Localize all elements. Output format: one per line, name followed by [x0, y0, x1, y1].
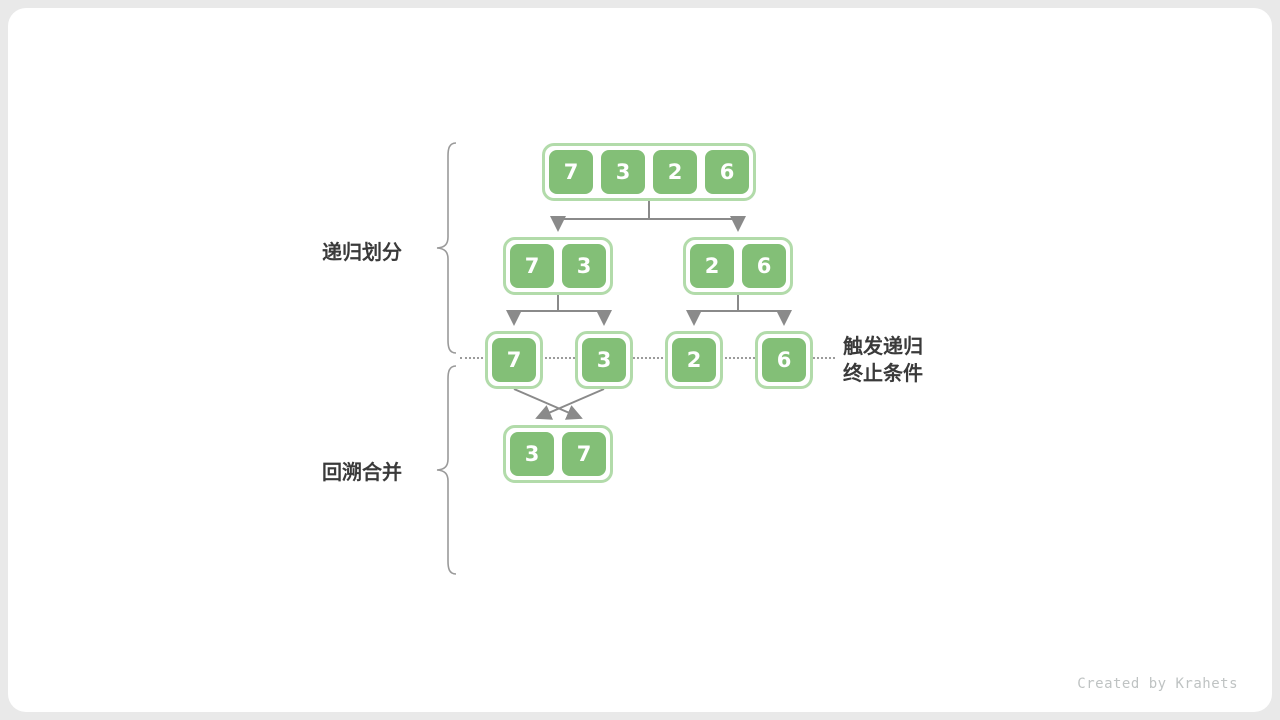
termination-dotted-line [460, 357, 835, 359]
array-cell: 7 [492, 338, 536, 382]
label-termination-line1: 触发递归 [843, 334, 923, 358]
label-termination-condition: 触发递归 终止条件 [843, 333, 973, 387]
array-cell: 6 [742, 244, 786, 288]
diagram-card [8, 8, 1272, 712]
array-group-level3-b: 3 [575, 331, 633, 389]
brace-recursive-divide [436, 142, 457, 354]
label-backtrack-merge: 回溯合并 [322, 460, 402, 484]
array-cell: 3 [601, 150, 645, 194]
brace-backtrack-merge [436, 365, 457, 575]
array-cell: 2 [672, 338, 716, 382]
array-group-level2-right: 2 6 [683, 237, 793, 295]
array-cell: 3 [510, 432, 554, 476]
array-cell: 7 [510, 244, 554, 288]
credit-text: Created by Krahets [1077, 676, 1238, 692]
array-cell: 3 [562, 244, 606, 288]
array-group-merged: 3 7 [503, 425, 613, 483]
array-cell: 2 [690, 244, 734, 288]
array-cell: 7 [562, 432, 606, 476]
array-group-level2-left: 7 3 [503, 237, 613, 295]
array-cell: 7 [549, 150, 593, 194]
array-cell: 6 [762, 338, 806, 382]
array-cell: 2 [653, 150, 697, 194]
array-group-level3-c: 2 [665, 331, 723, 389]
array-group-level3-d: 6 [755, 331, 813, 389]
array-group-level1: 7 3 2 6 [542, 143, 756, 201]
array-cell: 3 [582, 338, 626, 382]
label-recursive-divide: 递归划分 [322, 240, 402, 264]
array-group-level3-a: 7 [485, 331, 543, 389]
label-termination-line2: 终止条件 [843, 361, 923, 385]
array-cell: 6 [705, 150, 749, 194]
